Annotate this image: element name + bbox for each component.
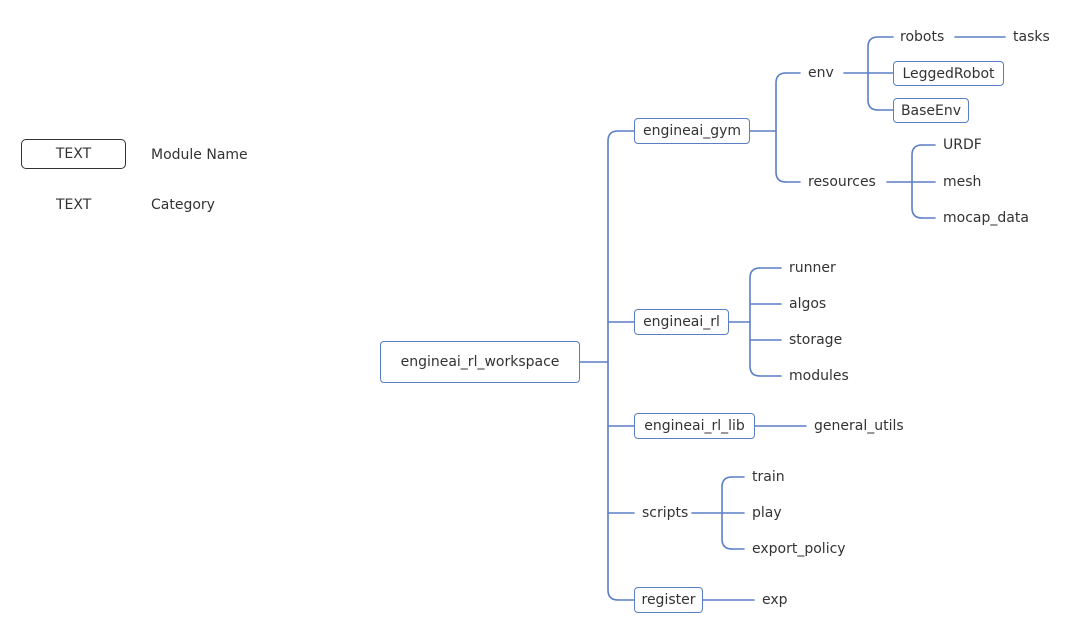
node-modules: modules xyxy=(789,368,849,384)
node-exp: exp xyxy=(762,592,788,608)
node-root-workspace: engineai_rl_workspace xyxy=(380,341,580,383)
legend-module-sample: TEXT xyxy=(21,139,126,169)
connector-rl-spine xyxy=(749,267,761,377)
node-scripts: scripts xyxy=(642,505,689,521)
node-storage: storage xyxy=(789,332,843,348)
node-mocap-data: mocap_data xyxy=(943,210,1029,226)
node-algos: algos xyxy=(789,296,827,312)
node-play: play xyxy=(752,505,782,521)
node-env: env xyxy=(808,65,834,81)
legend-module-label: Module Name xyxy=(151,147,248,163)
node-resources: resources xyxy=(808,174,876,190)
node-export-policy: export_policy xyxy=(752,541,846,557)
node-urdf: URDF xyxy=(943,137,982,153)
connector-gym-spine xyxy=(775,72,787,183)
node-mesh: mesh xyxy=(943,174,982,190)
node-base-env: BaseEnv xyxy=(893,98,969,123)
node-engineai-gym: engineai_gym xyxy=(634,118,750,144)
node-register: register xyxy=(634,587,703,613)
node-general-utils: general_utils xyxy=(814,418,904,434)
connector-level1-spine xyxy=(607,130,619,601)
node-engineai-rl: engineai_rl xyxy=(634,309,729,335)
node-engineai-rl-lib: engineai_rl_lib xyxy=(634,413,755,439)
legend-category-sample: TEXT xyxy=(56,197,92,213)
node-legged-robot: LeggedRobot xyxy=(893,61,1004,86)
legend-category-label: Category xyxy=(151,197,215,213)
node-robots: robots xyxy=(900,29,945,45)
node-tasks: tasks xyxy=(1013,29,1050,45)
node-train: train xyxy=(752,469,785,485)
node-runner: runner xyxy=(789,260,836,276)
